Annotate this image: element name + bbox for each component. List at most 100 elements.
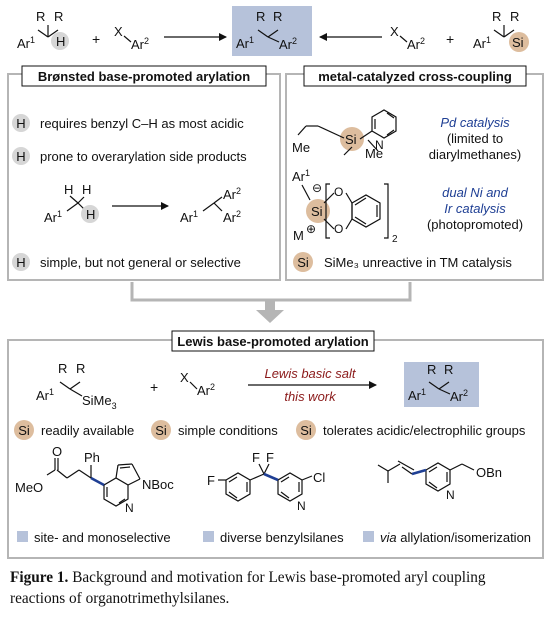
product-r2: R	[273, 9, 282, 24]
figure-graphic: R R Ar1 H + X Ar2 R R Ar1 Ar2 X	[7, 6, 544, 559]
figure-caption: Figure 1. Background and motivation for …	[10, 567, 542, 609]
figure-label: Figure 1.	[10, 569, 69, 586]
svg-text:OBn: OBn	[476, 465, 502, 480]
photopromoted-label: (photopromoted)	[427, 217, 523, 232]
svg-text:2: 2	[392, 234, 398, 245]
metal-catalysis-panel: metal-catalyzed cross-coupling	[285, 65, 544, 281]
svg-text:Si: Si	[345, 132, 357, 147]
svg-text:Ph: Ph	[84, 450, 100, 465]
svg-text:Me: Me	[365, 146, 383, 161]
feature-simple-conditions: simple conditions	[178, 423, 278, 438]
bronsted-bullet-2: prone to overarylation side products	[40, 149, 247, 164]
example-difluoro: F F F Cl N	[207, 450, 325, 513]
h-badge-1	[12, 114, 30, 132]
product-ar1: Ar1	[236, 35, 254, 51]
bronsted-bullet-1: requires benzyl C–H as most acidic	[40, 116, 244, 131]
feature-readily-available: readily available	[41, 423, 134, 438]
silicate-structure: Ar1 ⊖ O O Si M ⊕ 2	[292, 168, 398, 245]
silane-r2: R	[510, 9, 519, 24]
aryl-halide2-x: X	[390, 24, 399, 39]
svg-text:O: O	[52, 444, 62, 459]
svg-text:F: F	[207, 473, 215, 488]
svg-text:Ar1: Ar1	[36, 387, 54, 403]
svg-text:Si: Si	[297, 255, 309, 270]
svg-text:N: N	[375, 138, 384, 152]
lewis-salt-label: Lewis basic salt	[264, 366, 356, 381]
svg-text:Si: Si	[155, 423, 167, 438]
note-site-selective: site- and monoselective	[34, 530, 171, 545]
overarylation-scheme: H H H Ar1 Ar1 Ar2 Ar2	[44, 182, 241, 225]
top-substrate	[37, 25, 59, 38]
svg-text:O: O	[334, 222, 343, 236]
svg-text:X: X	[180, 370, 189, 385]
svg-text:H: H	[16, 116, 25, 131]
feature-tolerates-groups: tolerates acidic/electrophilic groups	[323, 423, 526, 438]
svg-text:+: +	[150, 379, 158, 395]
svg-text:M: M	[293, 228, 304, 243]
pd-silane-structure: Me Si Me N	[292, 109, 397, 161]
ni-ir-catalysis-line-1: dual Ni and	[442, 185, 509, 200]
svg-text:NBoc: NBoc	[142, 477, 174, 492]
svg-text:Ar1: Ar1	[408, 387, 426, 403]
svg-text:H: H	[16, 149, 25, 164]
svg-text:Si: Si	[311, 204, 323, 219]
svg-text:R: R	[58, 361, 67, 376]
substrate-h: H	[56, 34, 65, 49]
svg-text:F: F	[252, 450, 260, 465]
svg-text:Cl: Cl	[313, 470, 325, 485]
silane-r1: R	[492, 9, 501, 24]
svg-text:SiMe3: SiMe3	[82, 393, 117, 411]
metal-panel-title: metal-catalyzed cross-coupling	[318, 69, 512, 84]
h-badge	[51, 32, 69, 50]
svg-text:Ar2: Ar2	[450, 388, 468, 404]
plus-sign-1: +	[92, 31, 100, 47]
si-badge-feature-2	[151, 420, 171, 440]
svg-text:N: N	[297, 499, 306, 513]
product-r1: R	[256, 9, 265, 24]
example-azaindole: O MeO Ph NBoc N	[15, 444, 174, 515]
note-allylation: via allylation/isomerization	[380, 530, 531, 545]
svg-text:Ar1: Ar1	[180, 209, 198, 225]
svg-text:Ar1: Ar1	[292, 168, 310, 184]
plus-sign-2: +	[446, 31, 454, 47]
substrate-r2: R	[54, 9, 63, 24]
lewis-panel: Lewis base-promoted arylation R R Ar1 Si…	[7, 330, 544, 559]
h-badge-3	[12, 253, 30, 271]
svg-text:⊕: ⊕	[306, 222, 316, 236]
note-marker-3	[363, 531, 374, 542]
h-badge-2	[12, 147, 30, 165]
panel-connector	[130, 282, 412, 323]
svg-text:H: H	[86, 207, 95, 222]
svg-text:H: H	[16, 255, 25, 270]
svg-text:N: N	[446, 488, 455, 502]
svg-text:Me: Me	[292, 140, 310, 155]
svg-text:Ar2: Ar2	[223, 209, 241, 225]
example-allyl-pyridine: OBn N	[377, 460, 502, 502]
note-marker-2	[203, 531, 214, 542]
aryl-halide-x: X	[114, 24, 123, 39]
svg-text:R: R	[76, 361, 85, 376]
svg-text:MeO: MeO	[15, 480, 43, 495]
svg-text:Ar1: Ar1	[44, 209, 62, 225]
svg-text:Si: Si	[18, 423, 30, 438]
product-highlight-box	[232, 6, 312, 56]
si-badge-feature-3	[296, 420, 316, 440]
lewis-panel-title: Lewis base-promoted arylation	[177, 334, 368, 349]
note-diverse-silanes: diverse benzylsilanes	[220, 530, 344, 545]
si-badge-right	[293, 252, 313, 272]
svg-text:⊖: ⊖	[312, 181, 322, 195]
tm-unreactive-note: SiMe₃ unreactive in TM catalysis	[324, 255, 512, 270]
pd-limit-line-1: (limited to	[447, 131, 503, 146]
silane-si: Si	[512, 35, 524, 50]
svg-text:R: R	[427, 362, 436, 377]
svg-text:Ar2: Ar2	[223, 186, 241, 202]
si-badge-feature-1	[14, 420, 34, 440]
svg-text:H: H	[82, 182, 91, 197]
this-work-label: this work	[284, 389, 337, 404]
pd-limit-line-2: diarylmethanes)	[429, 147, 522, 162]
svg-text:Si: Si	[300, 423, 312, 438]
svg-text:N: N	[125, 501, 134, 515]
lewis-product-highlight	[404, 362, 479, 407]
svg-text:Ar2: Ar2	[197, 382, 215, 398]
substrate-r1: R	[36, 9, 45, 24]
